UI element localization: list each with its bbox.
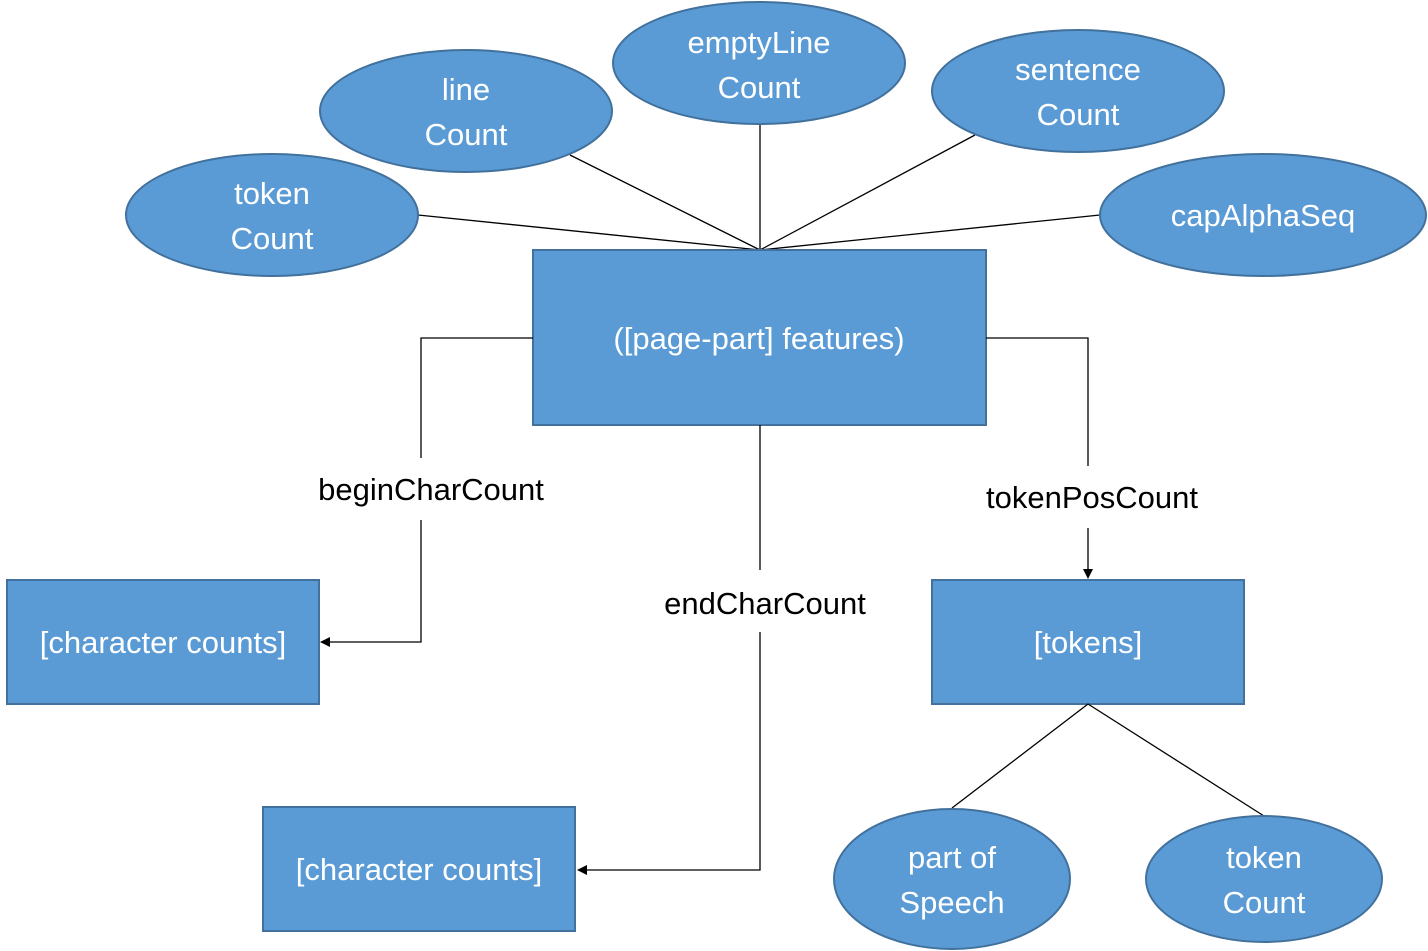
ellipse-shape [1099, 153, 1427, 277]
edge-line-upper [986, 337, 1089, 466]
token-attribute-connectors [951, 703, 1265, 817]
node-character-counts-begin: [character counts] [6, 579, 320, 705]
ellipse-shape [833, 808, 1071, 950]
rect-shape [6, 579, 320, 705]
node-label-line2: Count [425, 117, 508, 152]
connector-part-of-speech [951, 703, 1089, 809]
node-label: [character counts] [296, 852, 542, 887]
node-label: [tokens] [1034, 625, 1143, 660]
ellipse-shape [319, 49, 613, 173]
node-label-line1: sentence [1015, 52, 1141, 87]
node-label: capAlphaSeq [1171, 198, 1355, 233]
ellipse-shape [612, 1, 906, 125]
node-label: ([page-part] features) [613, 321, 904, 356]
node-tokens: [tokens] [931, 579, 1245, 705]
edge-token-pos-count: tokenPosCount [986, 337, 1198, 579]
node-label-line2: Count [231, 221, 314, 256]
node-cap-alpha-seq: capAlphaSeq [1099, 153, 1427, 277]
edge-end-char-count: endCharCount [577, 425, 866, 875]
node-label-line1: token [1226, 840, 1302, 875]
node-label-line1: line [442, 72, 490, 107]
connector-sentence-count [759, 134, 976, 251]
node-label-line1: emptyLine [687, 25, 830, 60]
attribute-connectors [417, 124, 1101, 251]
connector-token-count-bottom [1087, 703, 1265, 817]
rect-shape [262, 806, 576, 932]
node-label-line2: Count [1223, 885, 1306, 920]
node-token-count-top: token Count [125, 153, 419, 277]
edge-label: endCharCount [664, 586, 866, 621]
node-label-line1: token [234, 176, 310, 211]
node-line-count: line Count [319, 49, 613, 173]
node-label-line2: Speech [899, 885, 1004, 920]
edge-line-lower [577, 632, 761, 875]
node-label: [character counts] [40, 625, 286, 660]
edge-line-upper [420, 337, 533, 458]
node-empty-line-count: emptyLine Count [612, 1, 906, 125]
node-sentence-count: sentence Count [931, 29, 1225, 153]
edge-begin-char-count: beginCharCount [318, 337, 544, 647]
ellipse-shape [125, 153, 419, 277]
connector-line-count [569, 154, 761, 251]
rect-shape [931, 579, 1245, 705]
node-label-line2: Count [718, 70, 801, 105]
ellipse-shape [931, 29, 1225, 153]
node-page-part-features: ([page-part] features) [532, 249, 987, 426]
node-character-counts-end: [character counts] [262, 806, 576, 932]
node-part-of-speech: part of Speech [833, 808, 1071, 950]
node-label-line2: Count [1037, 97, 1120, 132]
edge-line-lower [320, 520, 422, 647]
edge-label: beginCharCount [318, 472, 544, 507]
ellipse-shape [1145, 815, 1383, 943]
edge-label: tokenPosCount [986, 480, 1198, 515]
node-label-line1: part of [908, 840, 996, 875]
connector-cap-alpha-seq [759, 214, 1101, 251]
node-token-count-bottom: token Count [1145, 815, 1383, 943]
connector-token-count [417, 214, 761, 251]
